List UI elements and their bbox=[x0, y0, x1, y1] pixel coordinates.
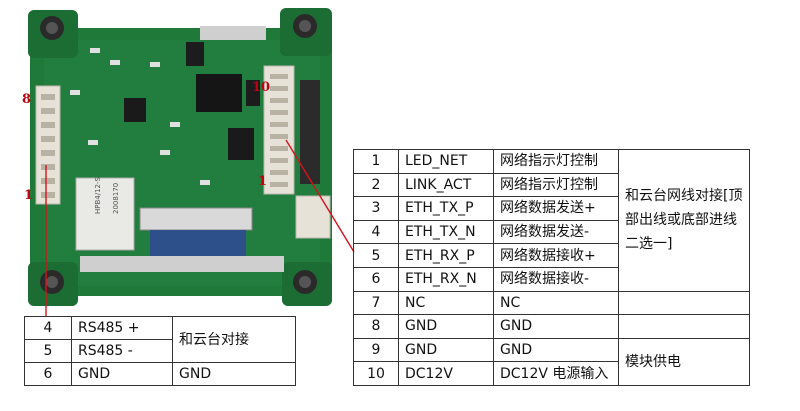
screw-icon bbox=[40, 270, 64, 294]
pin-number: 5 bbox=[24, 339, 72, 363]
table-row: 6 GND GND bbox=[24, 362, 296, 386]
pin-description: GND bbox=[493, 337, 619, 363]
table-row: 5 ETH_RX_P 网络数据接收+ bbox=[353, 243, 750, 268]
pin-number: 4 bbox=[24, 316, 72, 340]
signal-name: GND bbox=[71, 362, 173, 386]
table-row: 6 ETH_RX_N 网络数据接收- bbox=[353, 266, 750, 292]
signal-name: NC bbox=[398, 290, 494, 316]
right-connector-pin1-label: 1 bbox=[258, 174, 268, 189]
pin-description: GND bbox=[493, 314, 619, 339]
table-row: 8 GND GND bbox=[353, 314, 750, 339]
pin-description: 网络数据接收- bbox=[493, 266, 619, 292]
table-row: 3 ETH_TX_P 网络数据发送+ bbox=[353, 196, 750, 221]
chip-marking: 2008170 bbox=[112, 183, 120, 214]
signal-name: RS485 - bbox=[71, 339, 173, 363]
signal-name: GND bbox=[398, 314, 494, 339]
pin-description: 网络指示灯控制 bbox=[493, 172, 619, 198]
pin-number: 7 bbox=[353, 290, 399, 316]
right-connector-pin10-label: 10 bbox=[252, 80, 271, 95]
right-pinout-table: 1 LED_NET 网络指示灯控制 和云台网线对接[顶部出线或底部进线二选一] … bbox=[353, 149, 750, 386]
chip bbox=[300, 80, 320, 184]
pin-number: 6 bbox=[24, 362, 72, 386]
table-row: 4 RS485 + 和云台对接 bbox=[24, 316, 296, 363]
top-connector bbox=[200, 26, 266, 40]
pin-number: 8 bbox=[353, 314, 399, 339]
table-row: 5 RS485 - bbox=[24, 339, 296, 363]
left-connector-pin1-label: 1 bbox=[24, 188, 34, 203]
pin-number: 2 bbox=[353, 172, 399, 198]
chip-marking: HPB4/12-S bbox=[94, 176, 102, 214]
signal-name: GND bbox=[398, 337, 494, 363]
left-connector bbox=[35, 85, 61, 205]
screw-icon bbox=[293, 270, 317, 294]
empty-note-cell bbox=[618, 314, 750, 339]
signal-name: ETH_TX_N bbox=[398, 219, 494, 245]
signal-name: ETH_RX_N bbox=[398, 266, 494, 292]
fpc-connector bbox=[139, 207, 253, 231]
signal-name: LED_NET bbox=[398, 149, 494, 174]
signal-name: RS485 + bbox=[71, 316, 173, 340]
ethernet-transformer bbox=[75, 177, 135, 251]
empty-note-cell bbox=[618, 290, 750, 316]
left-pinout-table: 4 RS485 + 和云台对接 5 RS485 - 6 GND GND bbox=[24, 316, 296, 386]
table-row: 9 GND GND 模块供电 bbox=[353, 337, 750, 386]
chip bbox=[196, 74, 242, 112]
table-row: 1 LED_NET 网络指示灯控制 和云台网线对接[顶部出线或底部进线二选一] bbox=[353, 149, 750, 292]
group-note: 和云台对接 bbox=[172, 316, 296, 363]
table-row: 2 LINK_ACT 网络指示灯控制 bbox=[353, 172, 750, 198]
table-row: 10 DC12V DC12V 电源输入 bbox=[353, 361, 750, 386]
signal-name: ETH_TX_P bbox=[398, 196, 494, 221]
pin-description: 网络数据发送+ bbox=[493, 196, 619, 221]
chip bbox=[228, 128, 254, 160]
table-row: 7 NC NC bbox=[353, 290, 750, 316]
pin-description: 网络数据接收+ bbox=[493, 243, 619, 268]
pin-number: 3 bbox=[353, 196, 399, 221]
signal-name: LINK_ACT bbox=[398, 172, 494, 198]
group-note: 和云台网线对接[顶部出线或底部进线二选一] bbox=[618, 149, 750, 292]
pin-description: 网络数据发送- bbox=[493, 219, 619, 245]
ribbon-cable bbox=[150, 230, 246, 260]
pin-description: GND bbox=[172, 362, 296, 386]
pin-number: 1 bbox=[353, 149, 399, 174]
group-note: 模块供电 bbox=[618, 337, 750, 386]
small-connector bbox=[295, 195, 331, 239]
pin-description: 网络指示灯控制 bbox=[493, 149, 619, 174]
screw-icon bbox=[293, 14, 317, 38]
pin-description: NC bbox=[493, 290, 619, 316]
pin-number: 9 bbox=[353, 337, 399, 363]
pin-number: 4 bbox=[353, 219, 399, 245]
chip bbox=[124, 98, 146, 122]
screw-icon bbox=[40, 16, 64, 40]
pin-number: 5 bbox=[353, 243, 399, 268]
left-connector-pin8-label: 8 bbox=[22, 92, 32, 107]
signal-name: DC12V bbox=[398, 361, 494, 386]
table-row: 4 ETH_TX_N 网络数据发送- bbox=[353, 219, 750, 245]
pin-number: 10 bbox=[353, 361, 399, 386]
chip bbox=[246, 80, 260, 106]
pin-number: 6 bbox=[353, 266, 399, 292]
leader-line-right bbox=[285, 139, 355, 253]
chip bbox=[186, 42, 204, 66]
signal-name: ETH_RX_P bbox=[398, 243, 494, 268]
pin-description: DC12V 电源输入 bbox=[493, 361, 619, 386]
